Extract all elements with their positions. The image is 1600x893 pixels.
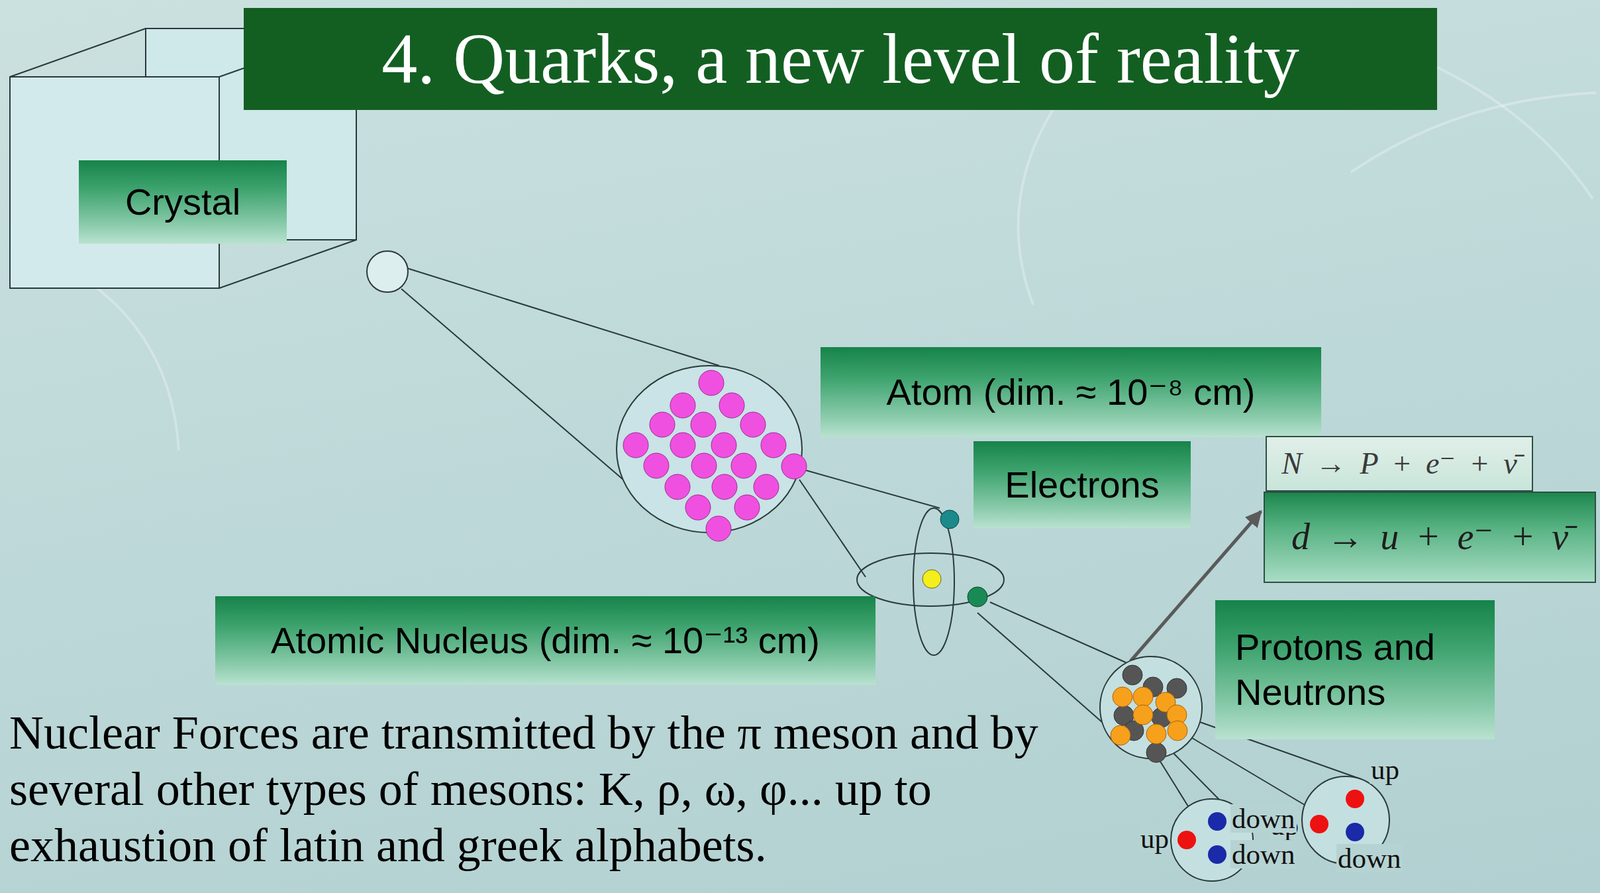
lattice-outline (616, 365, 802, 533)
proton (1133, 686, 1153, 707)
lattice-atom (760, 432, 787, 458)
node-text: d → u + e⁻ + ν̄ (1291, 514, 1569, 559)
proton (1112, 686, 1133, 707)
proton (1110, 725, 1131, 746)
zoom-line (990, 601, 1126, 663)
cube-edge (9, 28, 146, 77)
lattice-atom (670, 392, 696, 418)
lattice-atom (719, 392, 745, 418)
quark-label: up (1139, 823, 1171, 853)
up-quark (1345, 789, 1365, 808)
down-quark (1207, 845, 1227, 864)
node-text: N → P + e⁻ + ν̄ (1281, 445, 1517, 482)
zoom-line (401, 288, 624, 480)
quark-label: down (1230, 803, 1297, 833)
lattice-atom (698, 370, 724, 396)
electron (967, 586, 988, 607)
equation-box: N → P + e⁻ + ν̄ (1265, 435, 1534, 492)
node-text: Crystal (125, 179, 241, 224)
lattice-atom (711, 432, 737, 458)
crystal-label: Crystal (78, 160, 287, 244)
title-band: 4. Quarks, a new level of reality (243, 7, 1438, 110)
cube-edge (219, 239, 357, 289)
lattice-atom (734, 494, 760, 520)
swirl (1018, 99, 1061, 305)
lattice-atom (690, 411, 716, 438)
node-text: Protons and Neutrons (1235, 624, 1454, 715)
body-text: Nuclear Forces are transmitted by the π … (9, 704, 1102, 874)
node-text: Electrons (1004, 462, 1159, 507)
zoom-line (799, 479, 866, 577)
lattice-atom (781, 453, 807, 479)
electron (940, 509, 959, 529)
atom-label: Atom (dim. ≈ 10⁻⁸ cm) (820, 347, 1322, 438)
neutron (1122, 664, 1143, 685)
nucleons-label: Protons and Neutrons (1215, 600, 1495, 740)
atom-model (856, 507, 1004, 655)
zoom-line (1192, 737, 1305, 805)
equation-box: d → u + e⁻ + ν̄ (1263, 491, 1597, 583)
crystal-lattice (616, 365, 807, 542)
quark-label: down (1336, 843, 1403, 873)
zoom-line (805, 470, 940, 508)
swirl (92, 284, 179, 451)
down-quark (1207, 811, 1227, 831)
quark-label: up (1369, 754, 1401, 784)
nucleus-label: Atomic Nucleus (dim. ≈ 10⁻¹³ cm) (215, 596, 876, 685)
lattice-atom (705, 515, 732, 542)
lattice-atom (649, 411, 675, 438)
node-text: Atom (dim. ≈ 10⁻⁸ cm) (886, 369, 1256, 414)
quark-label: down (1230, 839, 1297, 869)
up-quark (1309, 814, 1329, 834)
up-quark (1177, 830, 1197, 850)
crystal-site (366, 250, 408, 293)
proton (1146, 723, 1167, 744)
down-quark (1345, 822, 1365, 842)
nucleus-cluster (1100, 656, 1202, 763)
zoom-line (405, 267, 720, 366)
proton (1133, 704, 1153, 725)
lattice-atom (670, 432, 696, 458)
lattice-atom (664, 474, 691, 500)
slide-title: 4. Quarks, a new level of reality (381, 19, 1300, 99)
atom-nucleus (922, 569, 942, 589)
lattice-atom (711, 474, 738, 500)
lattice-atom (731, 452, 757, 479)
neutron (1146, 742, 1167, 763)
zoom-line (1157, 756, 1189, 806)
electron-orbit (913, 507, 955, 655)
zoom-line (977, 612, 1102, 722)
proton (1167, 720, 1188, 741)
lattice-atom (753, 474, 779, 500)
lattice-atom (643, 452, 669, 479)
zoom-line (1173, 752, 1220, 800)
lattice-atom (691, 452, 717, 479)
node-text: Atomic Nucleus (dim. ≈ 10⁻¹³ cm) (270, 617, 820, 663)
nucleus-outline (1100, 656, 1202, 759)
lattice-atom (740, 411, 766, 438)
lattice-atom (623, 432, 649, 458)
electron-orbit (856, 552, 1004, 606)
electrons-label: Electrons (973, 441, 1191, 528)
lattice-atom (685, 494, 711, 520)
